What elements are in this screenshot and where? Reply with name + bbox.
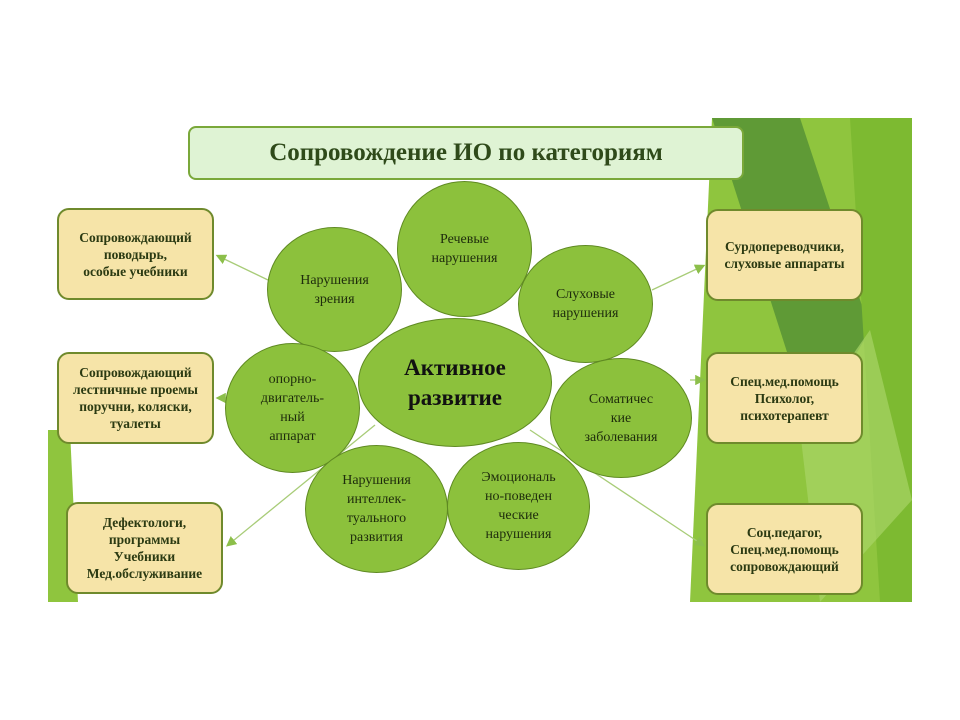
center-active-development: Активное развитие	[358, 318, 552, 447]
category-hearing: Слуховые нарушения	[518, 245, 653, 363]
category-vision: Нарушения зрения	[267, 227, 402, 352]
connector-lines	[215, 254, 706, 547]
support-box-motor: Сопровождающий лестничные проемы поручни…	[57, 352, 214, 444]
support-box-hearing: Сурдопереводчики, слуховые аппараты	[706, 209, 863, 301]
category-intellect: Нарушения интеллек- туального развития	[305, 445, 448, 573]
support-box-somatic: Спец.мед.помощь Психолог, психотерапевт	[706, 352, 863, 444]
category-speech: Речевые нарушения	[397, 181, 532, 317]
category-motor: опорно- двигатель- ный аппарат	[225, 343, 360, 473]
support-box-intellect: Дефектологи, программы Учебники Мед.обсл…	[66, 502, 223, 594]
category-somatic: Соматичес кие заболевания	[550, 358, 692, 478]
category-emotional: Эмоциональ но-поведен ческие нарушения	[447, 442, 590, 570]
support-box-emotional: Соц.педагог, Спец.мед.помощь сопровождаю…	[706, 503, 863, 595]
support-box-vision: Сопровождающий поводырь, особые учебники	[57, 208, 214, 300]
slide-title: Сопровождение ИО по категориям	[188, 126, 744, 180]
